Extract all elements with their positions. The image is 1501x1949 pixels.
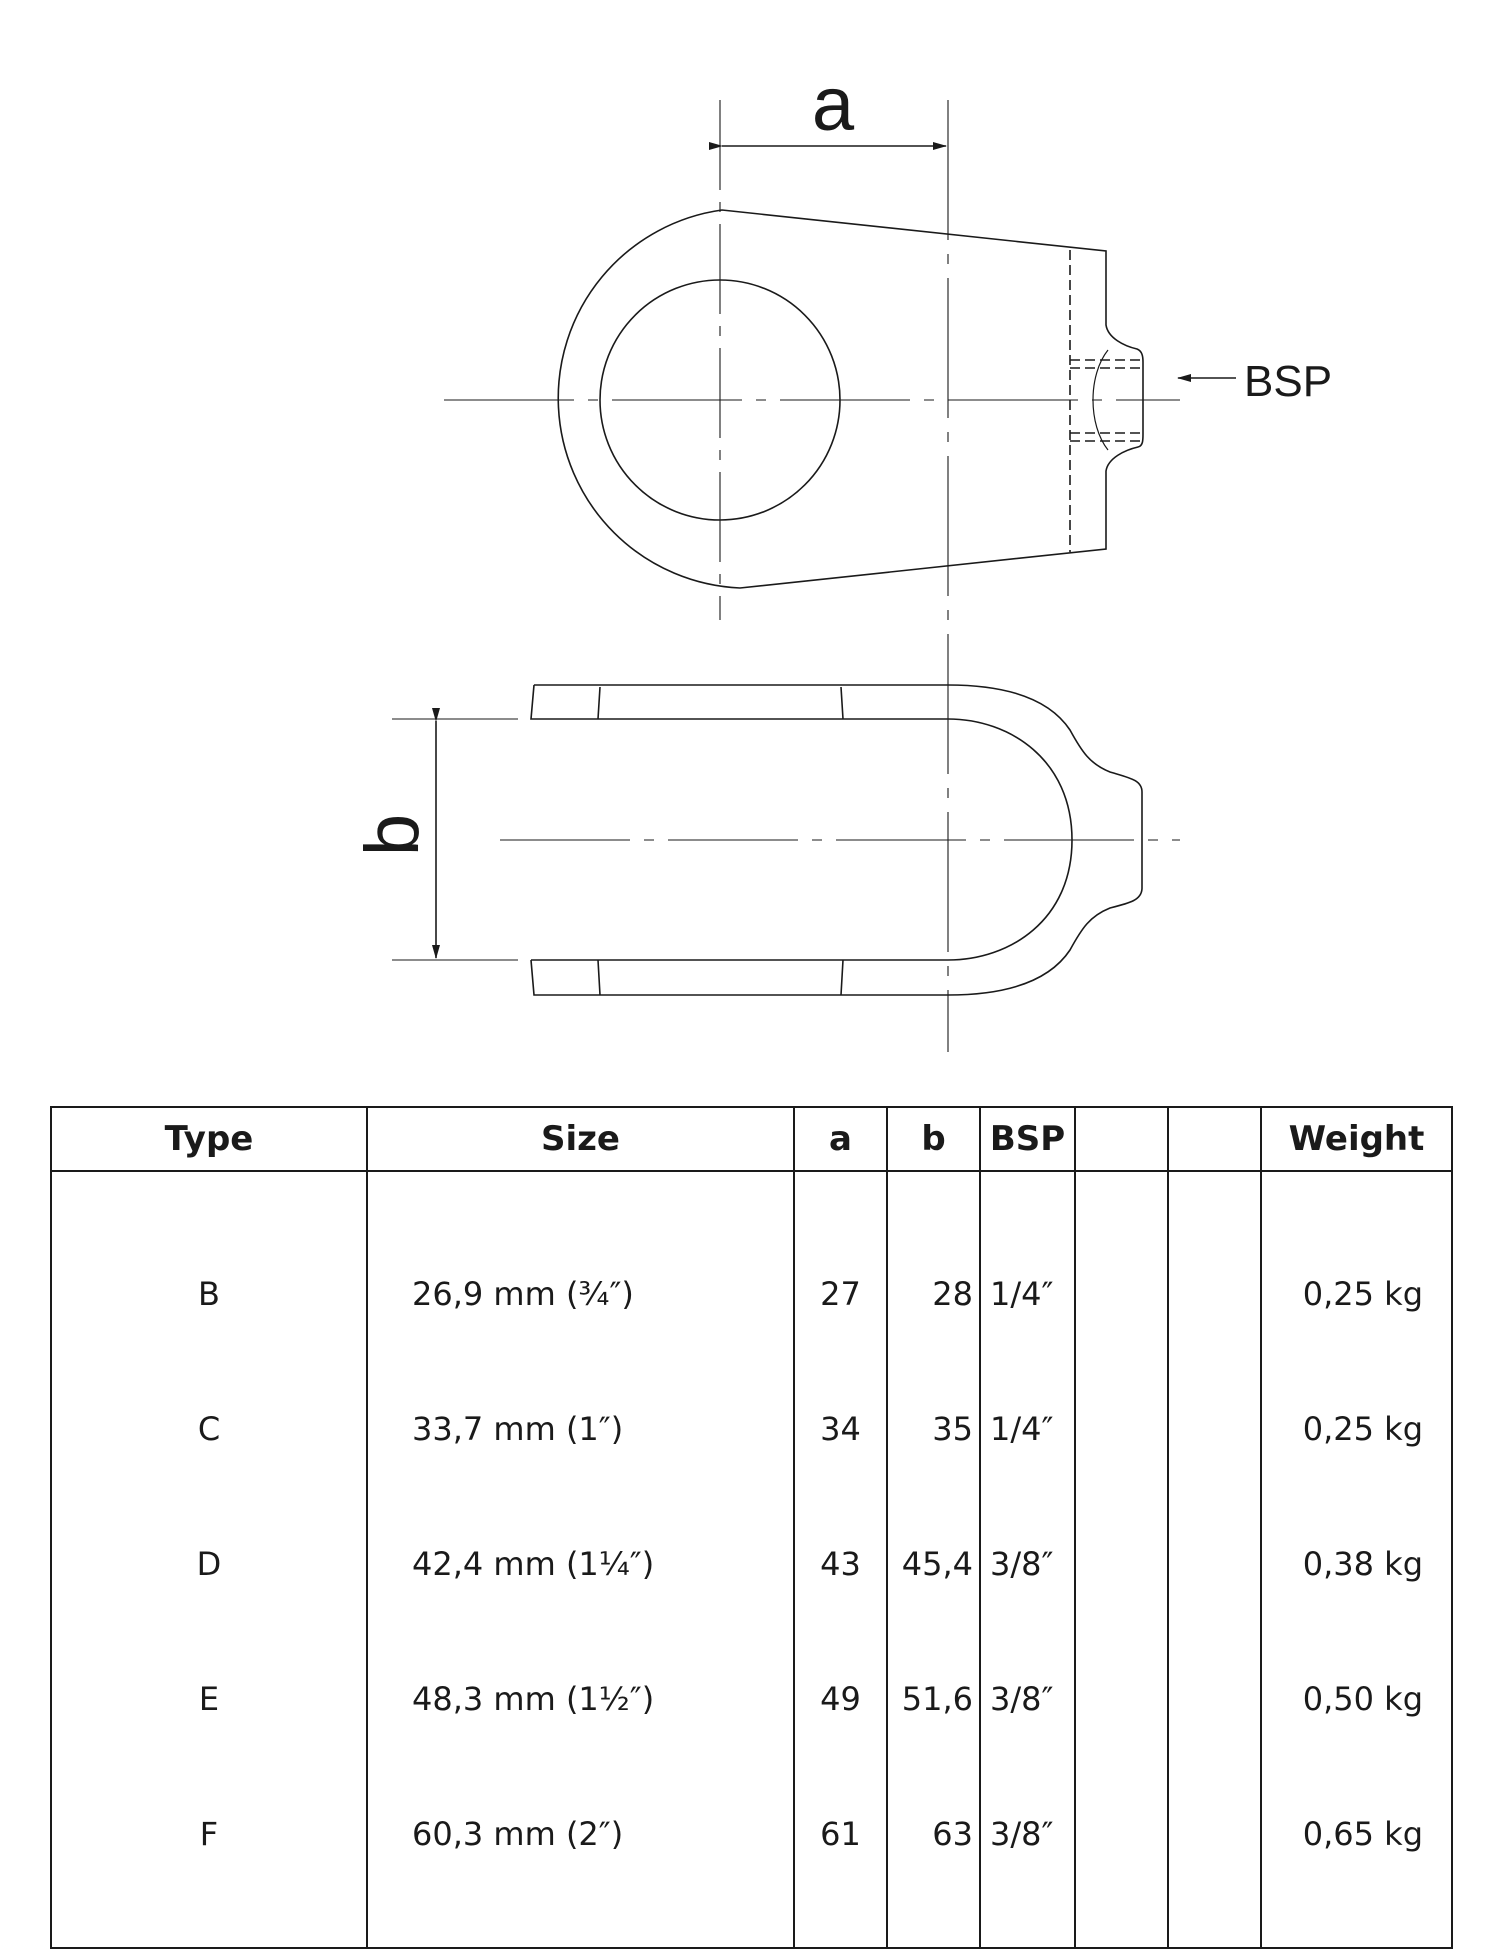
size-cell: 42,4 mm (1¼″) [412, 1545, 655, 1583]
table-header-row: Type Size a b BSP Weight [51, 1107, 1452, 1172]
type-cell: E [198, 1680, 220, 1718]
side-view-bottom-flange [530, 959, 948, 996]
column-weight: 0,25 kg 0,25 kg 0,38 kg 0,50 kg 0,65 kg [1260, 1171, 1452, 1948]
side-view-top-flange [530, 684, 948, 720]
b-cell: 35 [932, 1410, 973, 1448]
type-cell: C [197, 1410, 221, 1448]
side-view [392, 684, 1180, 996]
type-cell: B [198, 1275, 220, 1313]
header-size: Size [366, 1107, 794, 1172]
a-cell: 27 [820, 1275, 861, 1313]
top-view [444, 100, 1180, 1052]
weight-cell: 0,25 kg [1302, 1410, 1423, 1448]
header-bsp: BSP [979, 1107, 1075, 1172]
type-cell: F [199, 1815, 219, 1853]
type-cell: D [196, 1545, 222, 1583]
column-blank-1 [1074, 1171, 1168, 1948]
weight-cell: 0,25 kg [1302, 1275, 1423, 1313]
dimension-b-label: b [350, 814, 435, 856]
bsp-pointer: BSP [1177, 357, 1332, 406]
bsp-cell: 1/4″ [990, 1410, 1054, 1448]
a-cell: 34 [820, 1410, 861, 1448]
header-blank-1 [1074, 1107, 1168, 1172]
dimension-a-label: a [812, 62, 855, 147]
side-view-outer-u [947, 684, 1143, 996]
weight-cell: 0,65 kg [1302, 1815, 1423, 1853]
a-cell: 61 [820, 1815, 861, 1853]
table-body: B C D E F 26,9 mm (¾″) 33,7 mm (1″) 42,4… [51, 1171, 1452, 1948]
bsp-cell: 3/8″ [990, 1815, 1054, 1853]
bsp-cell: 3/8″ [990, 1680, 1054, 1718]
b-cell: 45,4 [901, 1545, 973, 1583]
bsp-label: BSP [1244, 357, 1332, 406]
header-type: Type [51, 1107, 367, 1172]
column-b: 28 35 45,4 51,6 63 [886, 1171, 980, 1948]
column-bsp: 1/4″ 1/4″ 3/8″ 3/8″ 3/8″ [979, 1171, 1075, 1948]
header-a: a [793, 1107, 887, 1172]
header-b: b [886, 1107, 980, 1172]
column-size: 26,9 mm (¾″) 33,7 mm (1″) 42,4 mm (1¼″) … [366, 1171, 794, 1948]
b-cell: 63 [932, 1815, 973, 1853]
weight-cell: 0,38 kg [1302, 1545, 1423, 1583]
column-blank-2 [1167, 1171, 1261, 1948]
size-cell: 26,9 mm (¾″) [412, 1275, 634, 1313]
column-type: B C D E F [51, 1171, 367, 1948]
specification-table: Type Size a b BSP Weight B C D E F 26,9 … [50, 1106, 1453, 1949]
b-cell: 28 [932, 1275, 973, 1313]
top-view-outline [557, 209, 1144, 589]
b-cell: 51,6 [901, 1680, 973, 1718]
dimension-a: a [709, 62, 947, 150]
header-weight: Weight [1260, 1107, 1452, 1172]
bsp-cell: 3/8″ [990, 1545, 1054, 1583]
header-blank-2 [1167, 1107, 1261, 1172]
a-cell: 49 [820, 1680, 861, 1718]
dimension-b: b [350, 708, 440, 959]
column-a: 27 34 43 49 61 [793, 1171, 887, 1948]
weight-cell: 0,50 kg [1302, 1680, 1423, 1718]
size-cell: 33,7 mm (1″) [412, 1410, 624, 1448]
bsp-cell: 1/4″ [990, 1275, 1054, 1313]
technical-drawing: a BSP b [350, 62, 1332, 1052]
size-cell: 48,3 mm (1½″) [412, 1680, 655, 1718]
size-cell: 60,3 mm (2″) [412, 1815, 624, 1853]
a-cell: 43 [820, 1545, 861, 1583]
